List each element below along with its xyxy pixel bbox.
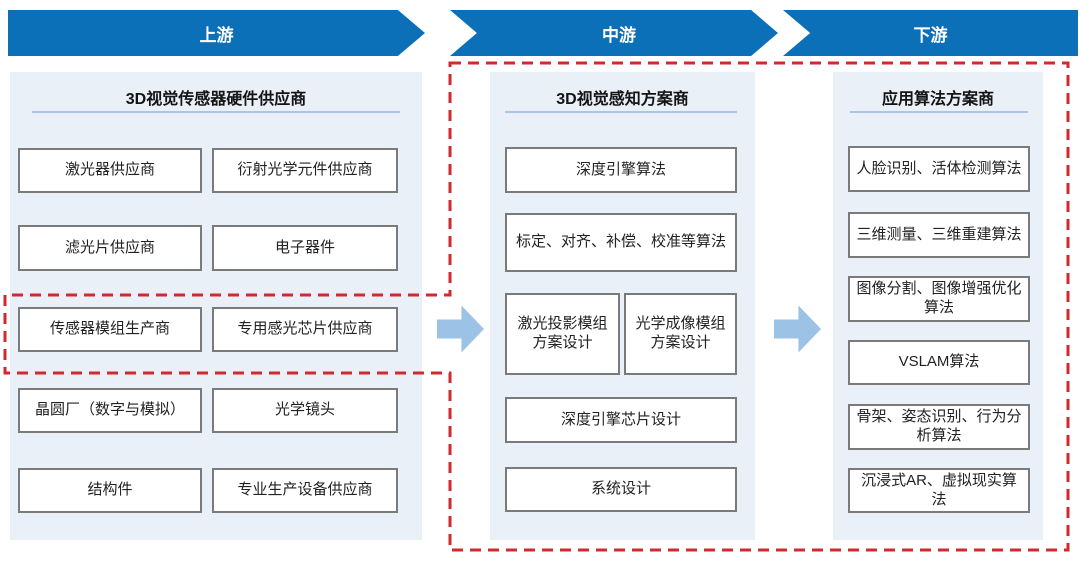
stage-banner-upstream: 上游 xyxy=(8,10,425,56)
panel-upstream: 3D视觉传感器硬件供应商 激光器供应商 衍射光学元件供应商 滤光片供应商 电子器… xyxy=(10,72,422,540)
supplier-box: 专业生产设备供应商 xyxy=(212,468,398,513)
stage-banner-downstream: 下游 xyxy=(783,10,1078,56)
supplier-box-highlighted: 传感器模组生产商 xyxy=(18,307,202,352)
stage-banner-midstream: 中游 xyxy=(450,10,778,56)
stage-label: 上游 xyxy=(199,25,234,45)
supplier-box: 激光器供应商 xyxy=(18,148,202,193)
panel-title-midstream: 3D视觉感知方案商 xyxy=(556,91,689,108)
supplier-box: 电子器件 xyxy=(212,225,398,271)
algorithm-box: 沉浸式AR、虚拟现实算法 xyxy=(848,468,1030,513)
algorithm-box: 骨架、姿态识别、行为分析算法 xyxy=(848,404,1030,450)
supplier-box: 衍射光学元件供应商 xyxy=(212,148,398,193)
title-underline xyxy=(505,111,737,113)
stage-label: 中游 xyxy=(602,25,636,45)
algorithm-box: 人脸识别、活体检测算法 xyxy=(848,146,1030,192)
supplier-box: 结构件 xyxy=(18,468,202,513)
flow-arrow-right-icon xyxy=(774,305,821,353)
solution-box: 激光投影模组方案设计 xyxy=(505,293,620,375)
panel-title-upstream: 3D视觉传感器硬件供应商 xyxy=(125,91,307,108)
supplier-box: 晶圆厂（数字与模拟） xyxy=(18,388,202,433)
supplier-box: 滤光片供应商 xyxy=(18,225,202,271)
panel-title-downstream: 应用算法方案商 xyxy=(881,91,994,108)
algorithm-box: 图像分割、图像增强优化算法 xyxy=(848,276,1030,322)
solution-box: 系统设计 xyxy=(505,467,737,512)
solution-box: 光学成像模组方案设计 xyxy=(624,293,737,375)
title-underline xyxy=(32,111,400,113)
flow-arrow-right-icon xyxy=(437,305,484,353)
solution-box: 标定、对齐、补偿、校准等算法 xyxy=(505,213,737,272)
supplier-box: 光学镜头 xyxy=(212,388,398,433)
algorithm-box: 三维测量、三维重建算法 xyxy=(848,212,1030,258)
solution-box: 深度引擎算法 xyxy=(505,147,737,193)
stage-label: 下游 xyxy=(913,25,948,45)
supplier-box-highlighted: 专用感光芯片供应商 xyxy=(212,307,398,352)
title-underline xyxy=(850,111,1028,113)
algorithm-box: VSLAM算法 xyxy=(848,340,1030,385)
panel-midstream: 3D视觉感知方案商 深度引擎算法 标定、对齐、补偿、校准等算法 激光投影模组方案… xyxy=(490,72,755,540)
panel-downstream: 应用算法方案商 人脸识别、活体检测算法 三维测量、三维重建算法 图像分割、图像增… xyxy=(833,72,1043,540)
solution-box: 深度引擎芯片设计 xyxy=(505,397,737,443)
